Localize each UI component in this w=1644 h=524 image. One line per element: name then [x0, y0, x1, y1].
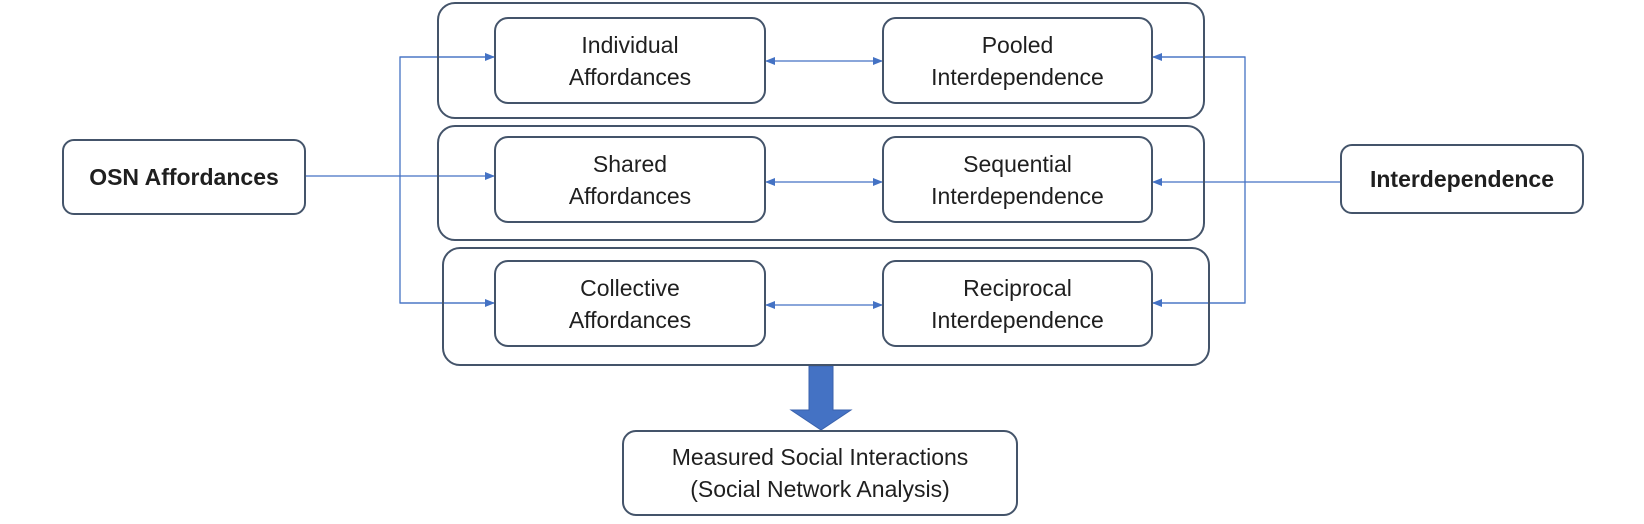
big-down-arrow — [789, 365, 853, 431]
individual-affordances-node: Individual Affordances — [494, 17, 766, 104]
osn-affordances-label: OSN Affordances — [89, 163, 279, 190]
interdependence-node: Interdependence — [1340, 144, 1584, 214]
node-label-line2: Affordances — [568, 182, 692, 209]
node-label-line1: Individual — [581, 31, 679, 58]
row-group-2 — [437, 125, 1205, 241]
reciprocal-interdependence-node: Reciprocal Interdependence — [882, 260, 1153, 347]
collective-affordances-node: Collective Affordances — [494, 260, 766, 347]
shared-affordances-node: Shared Affordances — [494, 136, 766, 223]
measured-social-interactions-node: Measured Social Interactions (Social Net… — [622, 430, 1018, 516]
node-label-line1: Sequential — [963, 150, 1072, 177]
outcome-line2: (Social Network Analysis) — [690, 476, 950, 502]
node-label-line1: Pooled — [981, 31, 1054, 58]
row-group-1 — [437, 2, 1205, 119]
osn-affordances-node: OSN Affordances — [62, 139, 306, 215]
node-label-line1: Collective — [580, 274, 680, 301]
pooled-interdependence-node: Pooled Interdependence — [882, 17, 1153, 104]
node-label-line1: Shared — [592, 150, 668, 177]
node-label-line2: Interdependence — [931, 63, 1104, 90]
node-label-line2: Affordances — [568, 63, 692, 90]
node-label-line2: Interdependence — [931, 306, 1104, 333]
node-label-line1: Reciprocal — [963, 274, 1072, 301]
row-group-3 — [442, 247, 1210, 366]
interdependence-label: Interdependence — [1369, 165, 1555, 192]
outcome-line1: Measured Social Interactions — [671, 444, 969, 470]
sequential-interdependence-node: Sequential Interdependence — [882, 136, 1153, 223]
node-label-line2: Interdependence — [931, 182, 1104, 209]
node-label-line2: Affordances — [568, 306, 692, 333]
